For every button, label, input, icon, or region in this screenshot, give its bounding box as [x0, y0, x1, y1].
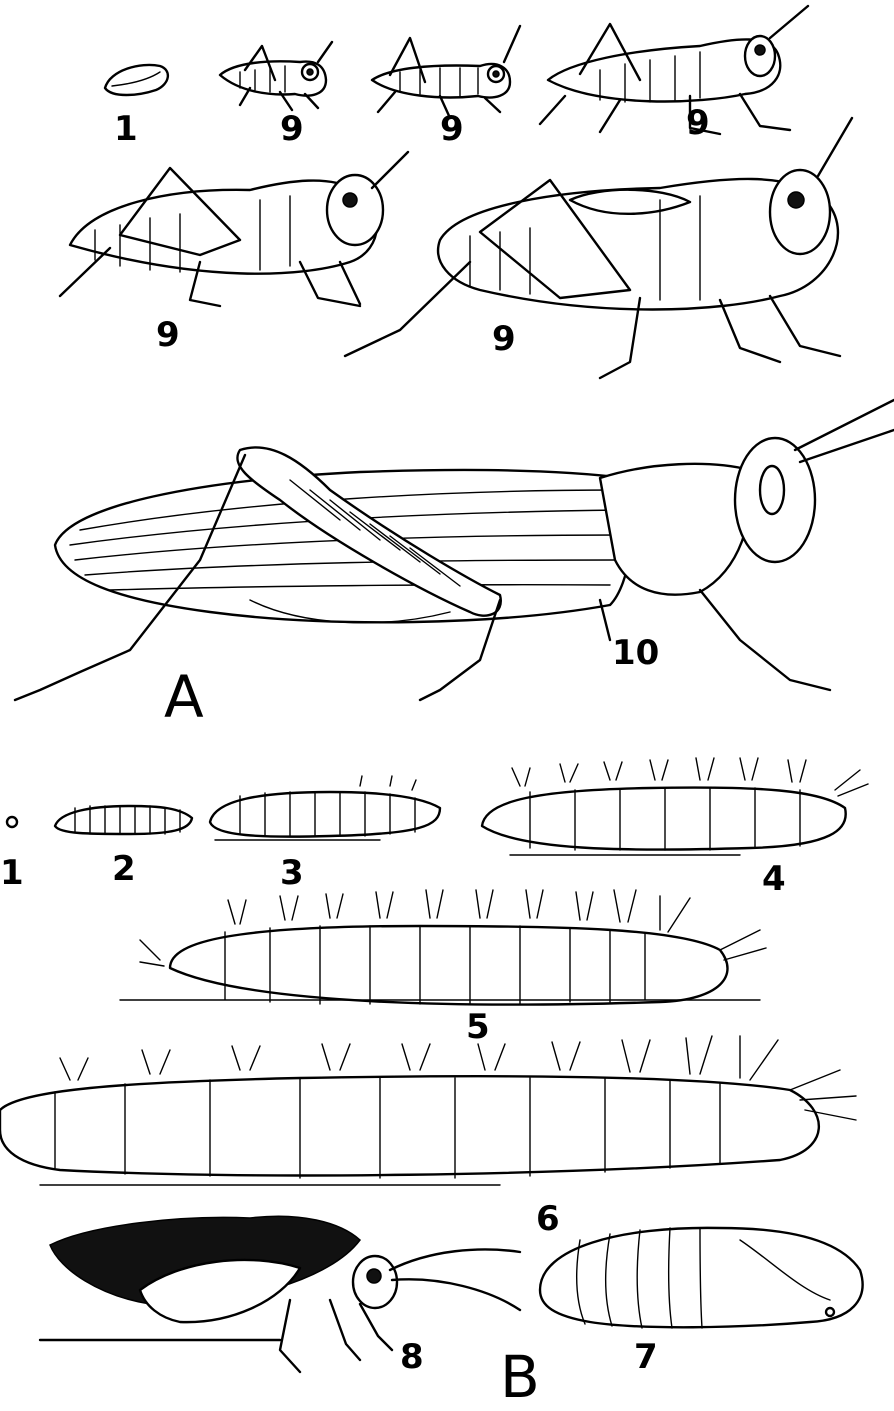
caterpillar-larva-4 [482, 758, 868, 855]
stage-label-a-nymph-4: 9 [156, 318, 180, 352]
stage-label-a-egg: 1 [114, 112, 138, 146]
panel-b-label: B [500, 1348, 540, 1406]
moth-adult [40, 1216, 520, 1372]
stage-label-b-larva-1: 2 [112, 852, 136, 886]
stage-label-b-larva-5: 6 [536, 1202, 560, 1236]
stage-label-a-nymph-3: 9 [686, 106, 710, 140]
stage-label-a-nymph-5: 9 [492, 322, 516, 356]
caterpillar-larva-5 [120, 890, 766, 1005]
grasshopper-nymph-2 [372, 26, 520, 118]
grasshopper-nymph-1 [220, 42, 332, 110]
moth-egg [7, 817, 17, 827]
stage-label-a-nymph-2: 9 [440, 112, 464, 146]
stage-label-b-larva-3: 4 [762, 862, 786, 896]
moth-pupa [540, 1228, 863, 1328]
stage-label-a-nymph-1: 9 [280, 112, 304, 146]
grasshopper-nymph-3 [540, 6, 808, 134]
grasshopper-nymph-5 [345, 118, 852, 378]
caterpillar-larva-3 [210, 776, 440, 840]
caterpillar-larva-6 [0, 1036, 856, 1185]
stage-label-b-larva-2: 3 [280, 856, 304, 890]
stage-label-b-adult-moth: 8 [400, 1340, 424, 1374]
stage-label-a-adult: 10 [612, 636, 659, 670]
grasshopper-adult [15, 400, 894, 700]
stage-label-b-larva-4: 5 [466, 1010, 490, 1044]
panel-a-label: A [164, 668, 204, 726]
grasshopper-nymph-4 [60, 152, 408, 306]
grasshopper-egg [105, 65, 168, 95]
stage-label-b-egg: 1 [0, 856, 24, 890]
stage-label-b-pupa: 7 [634, 1340, 658, 1374]
caterpillar-larva-2 [55, 806, 192, 834]
